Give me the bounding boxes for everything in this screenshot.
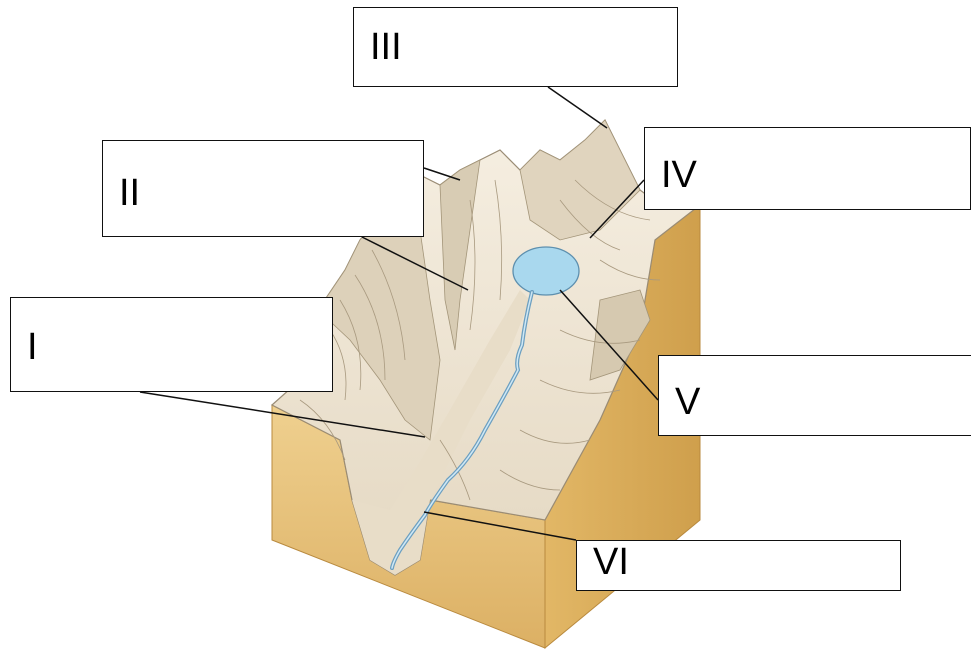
label-box-iv[interactable]: IV (644, 127, 971, 210)
label-text-i: I (27, 298, 332, 366)
label-box-ii[interactable]: II (102, 140, 424, 237)
label-text-iii: III (370, 8, 677, 66)
label-text-v: V (675, 356, 971, 421)
leader-line-iii (548, 87, 607, 128)
label-text-vi: VI (593, 541, 900, 581)
label-box-i[interactable]: I (10, 297, 333, 392)
label-text-iv: IV (661, 128, 970, 194)
tarn-lake (513, 247, 579, 295)
label-box-v[interactable]: V (658, 355, 971, 436)
label-text-ii: II (119, 141, 423, 212)
label-box-iii[interactable]: III (353, 7, 678, 87)
label-box-vi[interactable]: VI (576, 540, 901, 591)
